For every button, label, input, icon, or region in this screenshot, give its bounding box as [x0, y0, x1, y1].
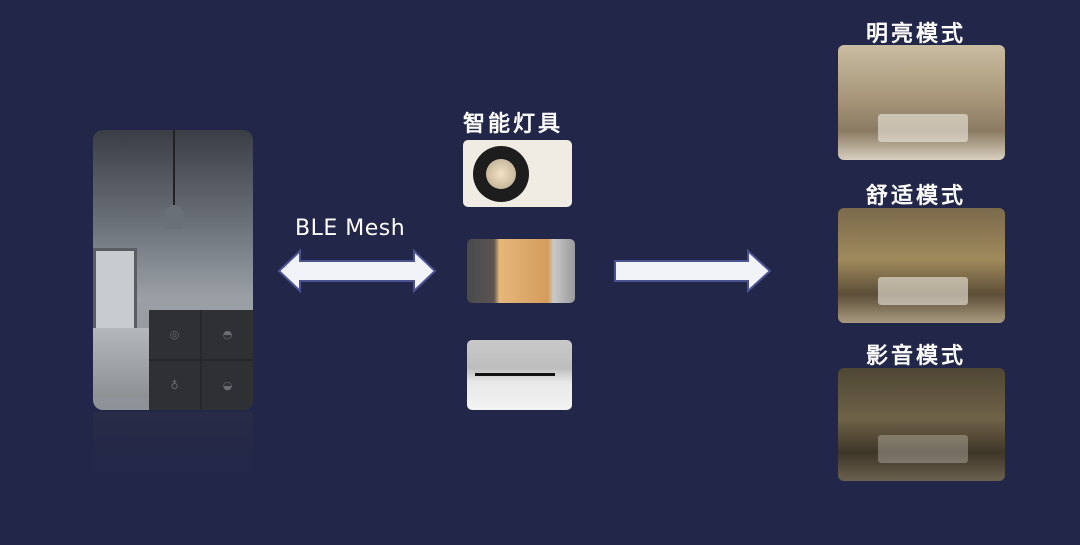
mode-title-bright: 明亮模式 — [866, 22, 967, 47]
pendant-lamp-cord — [173, 130, 175, 205]
panel-reflection — [93, 412, 253, 482]
wall-picture-frame — [93, 248, 137, 332]
mode-title-theater: 影音模式 — [866, 344, 967, 369]
four-gang-switch: ◎ ◓ ♁ ◒ — [149, 310, 253, 410]
pendant-lamp — [165, 205, 183, 229]
right-arrow-icon — [612, 248, 774, 294]
double-arrow-icon — [276, 248, 438, 294]
downlight-image — [463, 140, 572, 207]
smart-switch-panel-image: ◎ ◓ ♁ ◒ — [93, 130, 253, 410]
led-strip-image — [467, 239, 575, 303]
sofa — [93, 328, 153, 398]
switch-key-icon: ◒ — [202, 361, 253, 410]
comfort-mode-room-image — [838, 208, 1005, 323]
switch-key-icon: ◎ — [149, 310, 200, 359]
switch-key-icon: ♁ — [149, 361, 200, 410]
smart-lighting-title: 智能灯具 — [463, 112, 564, 137]
ble-mesh-label: BLE Mesh — [295, 216, 406, 241]
track-light-image — [467, 340, 572, 410]
switch-key-icon: ◓ — [202, 310, 253, 359]
bright-mode-room-image — [838, 45, 1005, 160]
mode-title-comfort: 舒适模式 — [866, 184, 967, 209]
theater-mode-room-image — [838, 368, 1005, 481]
